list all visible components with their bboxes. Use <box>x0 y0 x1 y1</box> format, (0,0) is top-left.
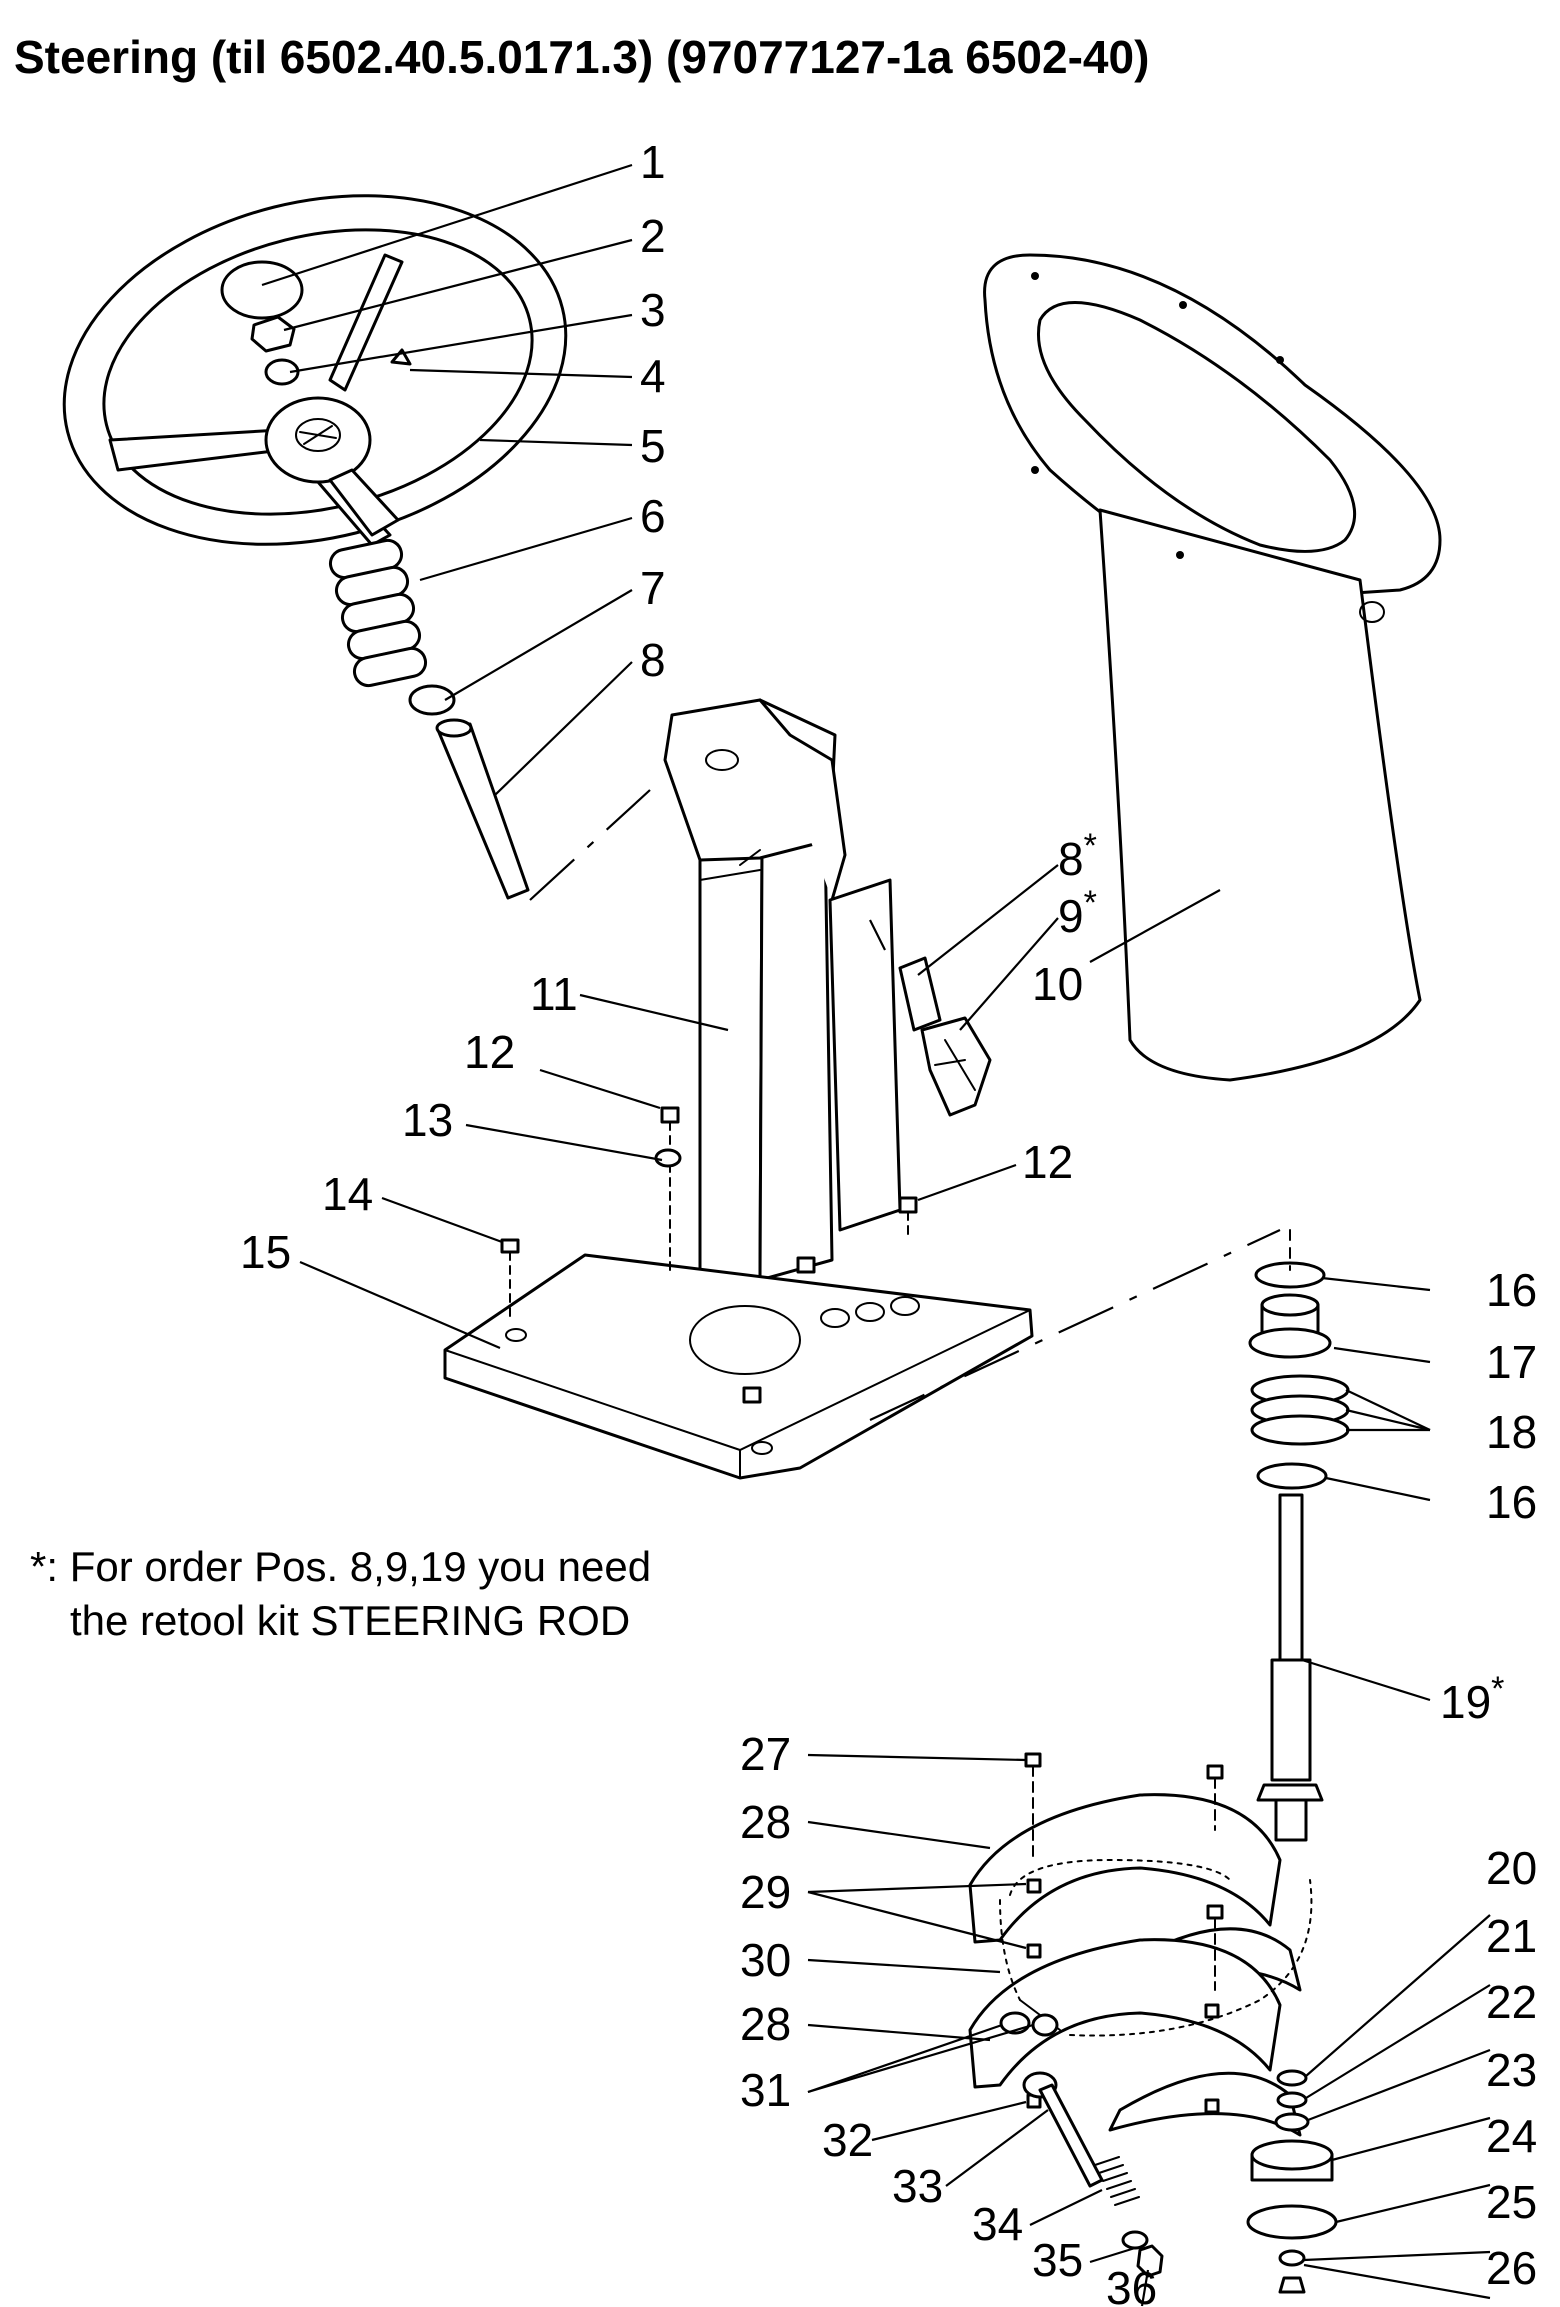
universal-joint <box>898 956 992 1117</box>
leader-lines <box>261 163 1491 2307</box>
callout-31: 31 <box>740 2064 791 2116</box>
callout-33: 33 <box>892 2160 943 2212</box>
callout-34: 34 <box>972 2198 1023 2250</box>
washer-13 <box>654 1148 682 1168</box>
callout-25: 25 <box>1486 2176 1537 2228</box>
callout-27: 27 <box>740 1728 791 1780</box>
callout-2: 2 <box>640 210 666 262</box>
callout-15: 15 <box>240 1226 291 1278</box>
callout-17: 17 <box>1486 1336 1537 1388</box>
callout-24: 24 <box>1486 2110 1537 2162</box>
callout-8-star: 8* <box>1058 827 1097 885</box>
note-line-1: : For order Pos. 8,9,19 you need <box>46 1543 652 1590</box>
steering-wheel <box>62 194 568 547</box>
callout-23: 23 <box>1486 2044 1537 2096</box>
note-asterisk: * <box>30 1543 47 1590</box>
callout-36: 36 <box>1106 2262 1157 2307</box>
callout-32: 32 <box>822 2114 873 2166</box>
chain-plates <box>968 1793 1302 2137</box>
bellows-ring <box>408 684 456 716</box>
chain-bolts <box>1024 1752 1224 2114</box>
callout-9-star: 9* <box>1058 884 1097 942</box>
column-tube <box>328 468 400 537</box>
callout-10: 10 <box>1032 958 1083 1010</box>
callout-29: 29 <box>740 1866 791 1918</box>
callout-35: 35 <box>1032 2234 1083 2286</box>
column-bracket <box>663 698 902 1292</box>
parts-drawing <box>62 194 1442 2294</box>
callout-12-left: 12 <box>464 1026 515 1078</box>
wheel-nut <box>250 315 296 353</box>
callout-21: 21 <box>1486 1910 1537 1962</box>
steering-rod-assembly <box>1248 1229 1350 1842</box>
bolt-12-left <box>660 1106 680 1271</box>
callout-20: 20 <box>1486 1842 1537 1894</box>
console-cover <box>983 253 1442 1082</box>
callout-8: 8 <box>640 634 666 686</box>
callout-12-right: 12 <box>1022 1136 1073 1188</box>
callout-28-top: 28 <box>740 1796 791 1848</box>
page-title: Steering (til 6502.40.5.0171.3) (9707712… <box>14 31 1150 83</box>
callout-26: 26 <box>1486 2242 1537 2294</box>
callout-5: 5 <box>640 420 666 472</box>
callout-6: 6 <box>640 490 666 542</box>
callout-7: 7 <box>640 562 666 614</box>
callout-labels: 1 2 3 4 5 6 7 8 8* 9* 10 11 12 12 13 14 … <box>240 136 1537 2307</box>
note-line-2: the retool kit STEERING ROD <box>70 1597 631 1644</box>
callout-1: 1 <box>640 136 666 188</box>
callout-4: 4 <box>640 350 666 402</box>
wheel-washer <box>264 358 300 386</box>
callout-13: 13 <box>402 1094 453 1146</box>
callout-18: 18 <box>1486 1406 1537 1458</box>
callout-22: 22 <box>1486 1976 1537 2028</box>
base-plate <box>443 1253 1034 1480</box>
steering-shaft <box>436 722 530 900</box>
order-note: *: For order Pos. 8,9,19 you need the re… <box>30 1540 651 1648</box>
callout-30: 30 <box>740 1934 791 1986</box>
bolt-14 <box>500 1238 520 1321</box>
bellows <box>328 538 428 688</box>
horn-cap <box>220 260 304 320</box>
bolt-12-right <box>898 1196 918 1241</box>
callout-3: 3 <box>640 284 666 336</box>
callout-16-top: 16 <box>1486 1264 1537 1316</box>
callout-19-star: 19* <box>1440 1670 1504 1728</box>
callout-28-bottom: 28 <box>740 1998 791 2050</box>
wheel-pin <box>390 348 412 366</box>
bearing-stack <box>1246 2069 1338 2294</box>
callout-11: 11 <box>530 968 578 1020</box>
callout-16-bottom: 16 <box>1486 1476 1537 1528</box>
callout-14: 14 <box>322 1168 373 1220</box>
